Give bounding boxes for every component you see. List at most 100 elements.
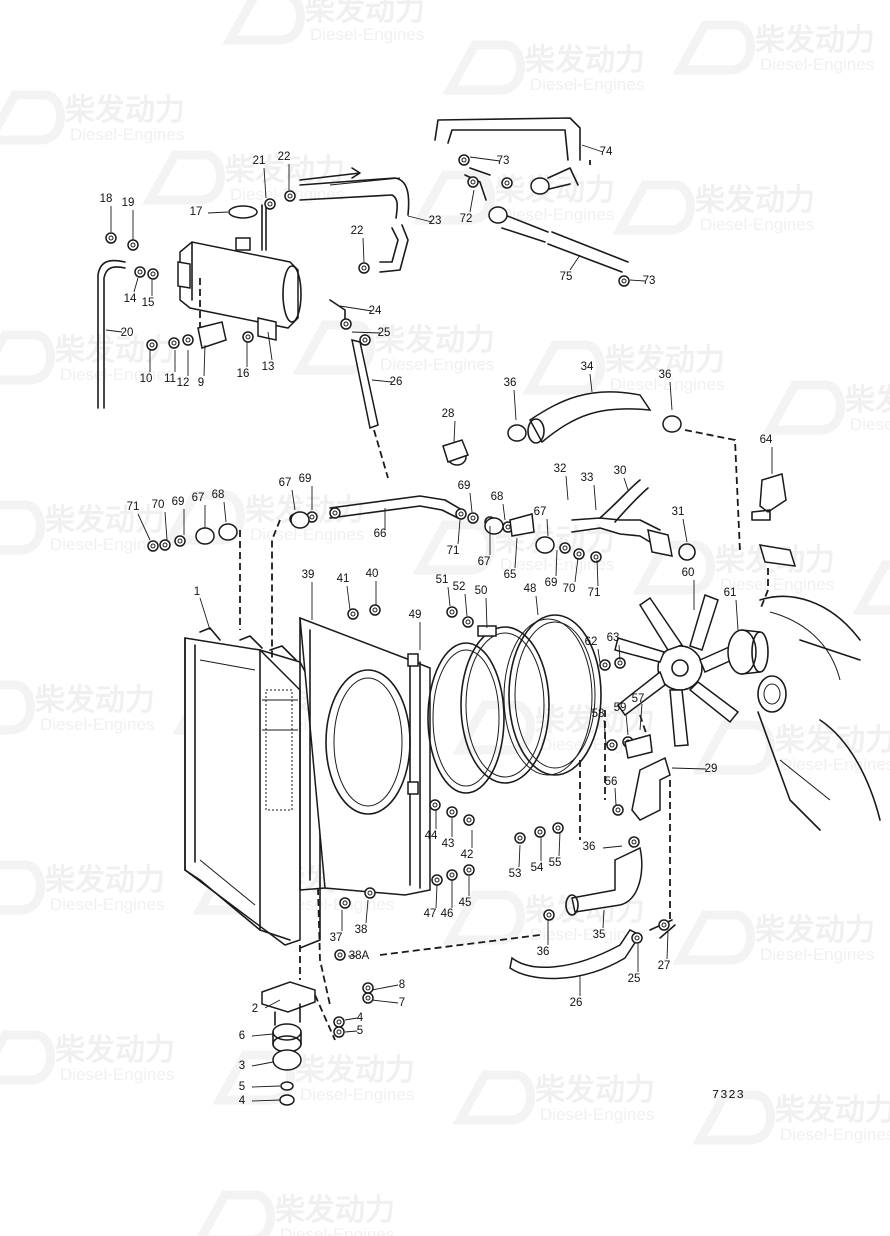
watermark-brand-cn: 柴发动力 bbox=[535, 703, 655, 738]
fastener-icon bbox=[618, 275, 630, 287]
cooling-fan bbox=[614, 594, 751, 747]
part-number-label: 2 bbox=[252, 1003, 258, 1015]
leader-line bbox=[464, 593, 468, 617]
watermark-brand-cn: 柴发动力 bbox=[775, 723, 890, 758]
leader-line bbox=[682, 518, 688, 543]
fastener-icon bbox=[628, 836, 640, 848]
part-number-label: 38A bbox=[349, 950, 370, 962]
leader-line bbox=[639, 703, 643, 731]
leader-line bbox=[457, 519, 461, 545]
radiator-mounts bbox=[261, 945, 336, 1106]
fastener-icon bbox=[467, 176, 479, 188]
leader-line bbox=[203, 344, 206, 377]
fastener-icon bbox=[429, 799, 441, 811]
leader-line bbox=[251, 1099, 281, 1102]
part-number-label: 74 bbox=[600, 146, 613, 158]
part-number-label: 25 bbox=[378, 327, 391, 339]
part-number-label: 24 bbox=[369, 305, 382, 317]
part-number-label: 26 bbox=[390, 376, 403, 388]
fastener-icon bbox=[534, 826, 546, 838]
part-number-label: 66 bbox=[374, 528, 387, 540]
leader-line bbox=[597, 648, 601, 664]
leader-line bbox=[267, 331, 273, 361]
leader-line bbox=[629, 279, 646, 282]
part-number-label: 71 bbox=[447, 545, 460, 557]
fastener-icon bbox=[599, 659, 611, 671]
hose-clamp-icon bbox=[530, 177, 550, 195]
part-number-label: 68 bbox=[212, 489, 225, 501]
leader-line bbox=[362, 237, 365, 263]
leader-line bbox=[137, 513, 151, 541]
fastener-icon bbox=[462, 616, 474, 628]
leader-line bbox=[264, 999, 281, 1009]
fastener-icon bbox=[358, 262, 370, 274]
upper-hoses bbox=[299, 117, 629, 479]
part-number-label: 33 bbox=[581, 472, 594, 484]
fastener-icon bbox=[182, 334, 194, 346]
leader-line bbox=[565, 475, 569, 501]
part-number-label: 4 bbox=[239, 1095, 246, 1107]
watermark-brand-cn: 柴发动力 bbox=[35, 683, 155, 718]
leader-line bbox=[593, 484, 597, 511]
leader-line bbox=[614, 787, 617, 806]
fastener-icon bbox=[543, 909, 555, 921]
watermark-brand-cn: 柴发动力 bbox=[845, 383, 890, 418]
fastener-icon bbox=[455, 508, 467, 520]
part-number-label: 67 bbox=[279, 477, 292, 489]
part-number-label: 19 bbox=[122, 197, 135, 209]
part-number-label: 73 bbox=[643, 275, 656, 287]
part-number-label: 31 bbox=[672, 506, 685, 518]
part-number-label: 42 bbox=[461, 849, 474, 861]
bracket-icon bbox=[442, 439, 469, 463]
leader-line bbox=[164, 511, 168, 541]
part-number-label: 60 bbox=[682, 567, 695, 579]
watermark-brand-en: Diesel-Engines bbox=[300, 1085, 414, 1104]
watermark-brand-cn: 柴发动力 bbox=[55, 1033, 175, 1068]
part-number-label: 39 bbox=[302, 569, 315, 581]
leader-line bbox=[344, 1030, 358, 1033]
fastener-icon bbox=[446, 806, 458, 818]
leader-line bbox=[105, 329, 123, 333]
watermark-brand-en: Diesel-Engines bbox=[850, 415, 890, 434]
part-number-label: 36 bbox=[504, 377, 517, 389]
part-number-label: 36 bbox=[537, 946, 550, 958]
part-number-label: 63 bbox=[607, 632, 620, 644]
watermark-brand-en: Diesel-Engines bbox=[720, 575, 834, 594]
part-number-label: 22 bbox=[351, 225, 364, 237]
watermark-brand-en: Diesel-Engines bbox=[500, 555, 614, 574]
leader-line bbox=[199, 597, 211, 631]
watermark-brand-cn: 柴发动力 bbox=[375, 323, 495, 358]
leader-line bbox=[469, 492, 473, 513]
watermark-brand-cn: 柴发动力 bbox=[755, 913, 875, 948]
part-number-label: 5 bbox=[357, 1025, 363, 1037]
part-number-label: 51 bbox=[436, 574, 449, 586]
part-number-label: 7 bbox=[399, 997, 405, 1009]
part-number-label: 67 bbox=[534, 506, 547, 518]
part-number-label: 13 bbox=[262, 361, 275, 373]
part-number-label: 48 bbox=[524, 583, 537, 595]
part-number-label: 55 bbox=[549, 857, 562, 869]
fastener-icon bbox=[333, 1026, 345, 1038]
upper-radiator-hose bbox=[527, 391, 652, 444]
watermark-brand-cn: 柴发动力 bbox=[295, 1053, 415, 1088]
watermark-brand-cn: 柴发动力 bbox=[45, 863, 165, 898]
overflow-pipe bbox=[97, 259, 126, 409]
fastener-icon bbox=[446, 869, 458, 881]
leader-line bbox=[407, 215, 433, 223]
leader-line bbox=[251, 1033, 274, 1037]
fastener-icon bbox=[242, 331, 254, 343]
leader-line bbox=[581, 144, 604, 153]
expansion-tank bbox=[177, 204, 302, 341]
fastener-icon bbox=[362, 982, 374, 994]
leader-line bbox=[669, 381, 673, 411]
fastener-icon bbox=[431, 874, 443, 886]
leader-line bbox=[223, 501, 227, 523]
watermark-brand-en: Diesel-Engines bbox=[760, 55, 874, 74]
fastener-icon bbox=[467, 512, 479, 524]
fastener-icon bbox=[362, 992, 374, 1004]
